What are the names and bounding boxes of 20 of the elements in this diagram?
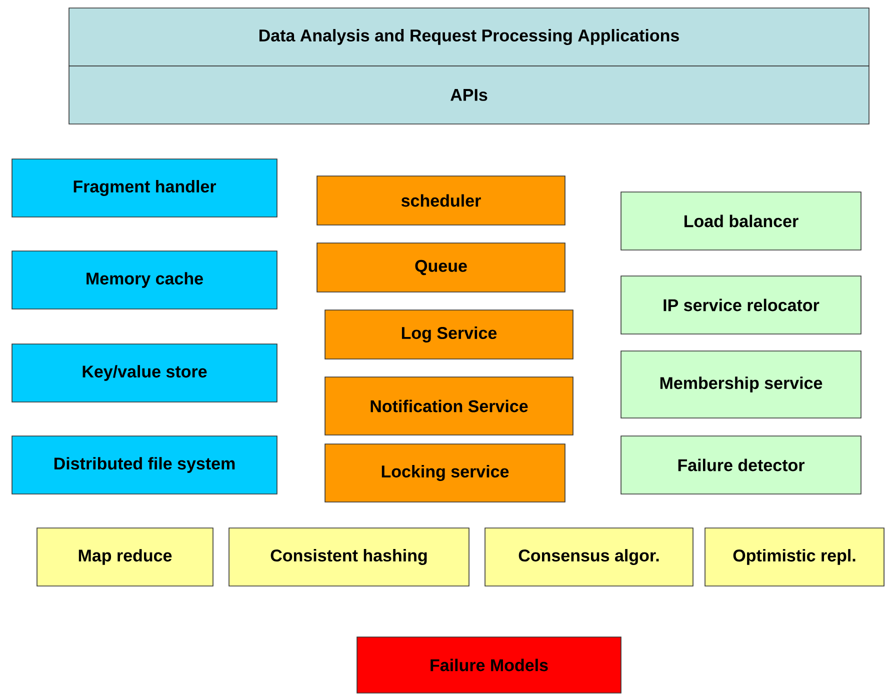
service-box: Notification Service <box>324 376 574 436</box>
layer-band: APIs <box>68 66 870 124</box>
foundation-box: Failure Models <box>356 636 622 694</box>
service-box: Membership service <box>620 350 862 418</box>
algorithm-box: Consensus algor. <box>484 528 694 586</box>
component-box: Key/value store <box>12 344 278 402</box>
service-box: IP service relocator <box>620 276 862 334</box>
component-box: Memory cache <box>12 250 278 310</box>
component-box: Distributed file system <box>12 436 278 494</box>
layer-band: Data Analysis and Request Processing Applications <box>68 8 870 66</box>
component-box: Fragment handler <box>12 158 278 218</box>
service-box: Log Service <box>324 310 574 360</box>
service-box: Locking service <box>324 444 566 502</box>
service-box: Failure detector <box>620 436 862 494</box>
algorithm-box: Optimistic repl. <box>704 528 884 586</box>
service-box: scheduler <box>316 176 566 226</box>
algorithm-box: Map reduce <box>36 528 214 586</box>
service-box: Queue <box>316 242 566 292</box>
algorithm-box: Consistent hashing <box>228 528 470 586</box>
service-box: Load balancer <box>620 192 862 250</box>
